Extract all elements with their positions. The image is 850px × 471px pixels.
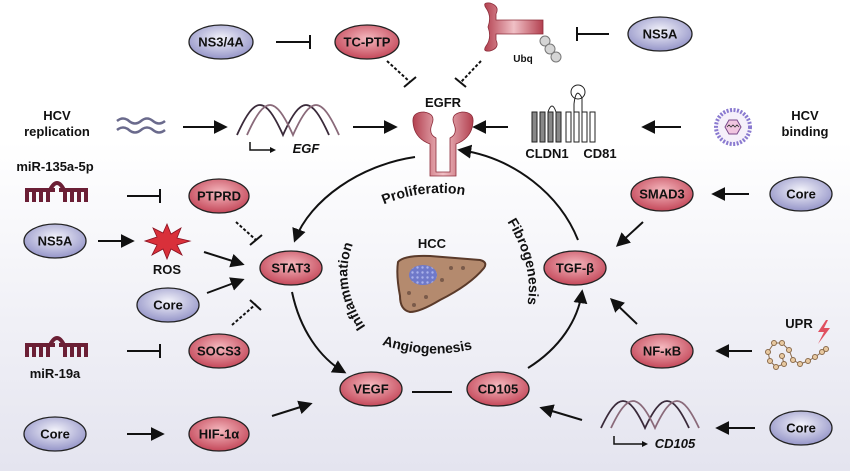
ubq-label: Ubq — [513, 54, 532, 65]
node-ns5a-left: NS5A — [23, 223, 87, 259]
cd81-label: CD81 — [583, 146, 616, 161]
edge-socs3-dashed-stat3 — [231, 303, 257, 326]
node-label: NF-κB — [643, 344, 681, 359]
liver-tumor-icon — [396, 254, 487, 314]
mir19a-icon — [25, 336, 88, 357]
hcv-binding-label-1: HCV — [791, 108, 819, 123]
node-nfkb: NF-κB — [630, 333, 694, 369]
cd105-gene-label: CD105 — [655, 436, 696, 451]
edge-egfr-stat3 — [292, 156, 416, 243]
lightning-icon — [818, 320, 830, 344]
node-cd105: CD105 — [466, 371, 530, 407]
node-core-left: Core — [136, 287, 200, 323]
node-label: NS5A — [38, 234, 73, 249]
node-label: NS3/4A — [198, 35, 244, 50]
edge-nfkb-tgfb — [609, 298, 638, 325]
node-smad3: SMAD3 — [630, 176, 694, 212]
process-proliferation: Proliferation — [379, 180, 466, 207]
cldn1-label: CLDN1 — [525, 146, 568, 161]
node-ns34a: NS3/4A — [188, 24, 254, 60]
upr-peptide-icon — [765, 340, 829, 370]
edge-ubq-dashed-egfr — [460, 60, 482, 83]
edge-bar — [249, 299, 262, 311]
node-core-bottom: Core — [23, 416, 87, 452]
hcc-label: HCC — [418, 236, 447, 251]
node-label: Core — [786, 421, 816, 436]
mir135-icon — [25, 181, 88, 202]
edge-bar — [454, 77, 467, 88]
node-label: PTPRD — [197, 189, 241, 204]
egf-gene-label: EGF — [293, 141, 321, 156]
hcv-binding-label-2: binding — [782, 124, 829, 139]
node-vegf: VEGF — [339, 371, 403, 407]
node-label: VEGF — [353, 382, 388, 397]
edge-bar — [403, 76, 417, 88]
edge-cd105gene-cd105 — [539, 404, 583, 421]
egfr-label: EGFR — [425, 95, 462, 110]
node-core-bottom-right: Core — [769, 410, 833, 446]
edge-ptprd-dashed-stat3 — [235, 221, 257, 241]
node-hif1a: HIF-1α — [188, 416, 250, 452]
process-inflammation: Inflammation — [334, 240, 368, 334]
hcv-virion-icon — [714, 108, 752, 146]
egf-dna-icon — [236, 104, 340, 153]
edge-cd105-tgfb — [527, 289, 588, 369]
edges — [98, 27, 755, 441]
hcv-replication-label-2: replication — [24, 124, 90, 139]
node-tgfb: TGF-β — [543, 250, 607, 286]
node-ptprd: PTPRD — [188, 178, 250, 214]
process-fibrogenesis: Fibrogenesis — [505, 215, 542, 306]
node-socs3: SOCS3 — [188, 333, 250, 369]
ubiquitinated-egfr-icon — [484, 2, 562, 63]
node-stat3: STAT3 — [259, 250, 323, 286]
cldn1-cd81-icon — [531, 84, 596, 143]
upr-label: UPR — [785, 316, 813, 331]
egfr-receptor-icon — [412, 111, 474, 177]
node-label: SMAD3 — [639, 187, 685, 202]
mir19a-label: miR-19a — [30, 366, 81, 381]
edge-tcptp-dashed-egfr — [386, 60, 411, 83]
node-label: TGF-β — [556, 261, 594, 276]
hcv-replication-label-1: HCV — [43, 108, 71, 123]
process-angiogenesis: Angiogenesis — [381, 332, 473, 356]
node-tcptp: TC-PTP — [334, 24, 400, 60]
node-label: CD105 — [478, 382, 518, 397]
node-core-right: Core — [769, 176, 833, 212]
node-label: HIF-1α — [199, 427, 240, 442]
cd105-dna-icon — [600, 400, 700, 447]
edge-bar — [249, 234, 263, 246]
edge-stat3-vegf — [291, 291, 347, 374]
node-label: TC-PTP — [344, 35, 391, 50]
edge-tgfb-egfr — [457, 144, 579, 241]
hcv-rna-icon — [116, 117, 166, 134]
edge-core-stat3 — [206, 277, 245, 294]
edge-hif1a-vegf — [271, 400, 313, 417]
node-label: Core — [40, 427, 70, 442]
ros-star-icon — [143, 222, 192, 261]
edge-ros-stat3 — [203, 251, 245, 268]
node-label: NS5A — [643, 27, 678, 42]
edge-smad3-tgfb — [615, 221, 644, 247]
ros-label: ROS — [153, 262, 182, 277]
node-label: Core — [153, 298, 183, 313]
node-ns5a-top: NS5A — [627, 16, 693, 52]
node-label: SOCS3 — [197, 344, 241, 359]
node-label: STAT3 — [271, 261, 310, 276]
mir135-label: miR-135a-5p — [16, 159, 93, 174]
node-label: Core — [786, 187, 816, 202]
